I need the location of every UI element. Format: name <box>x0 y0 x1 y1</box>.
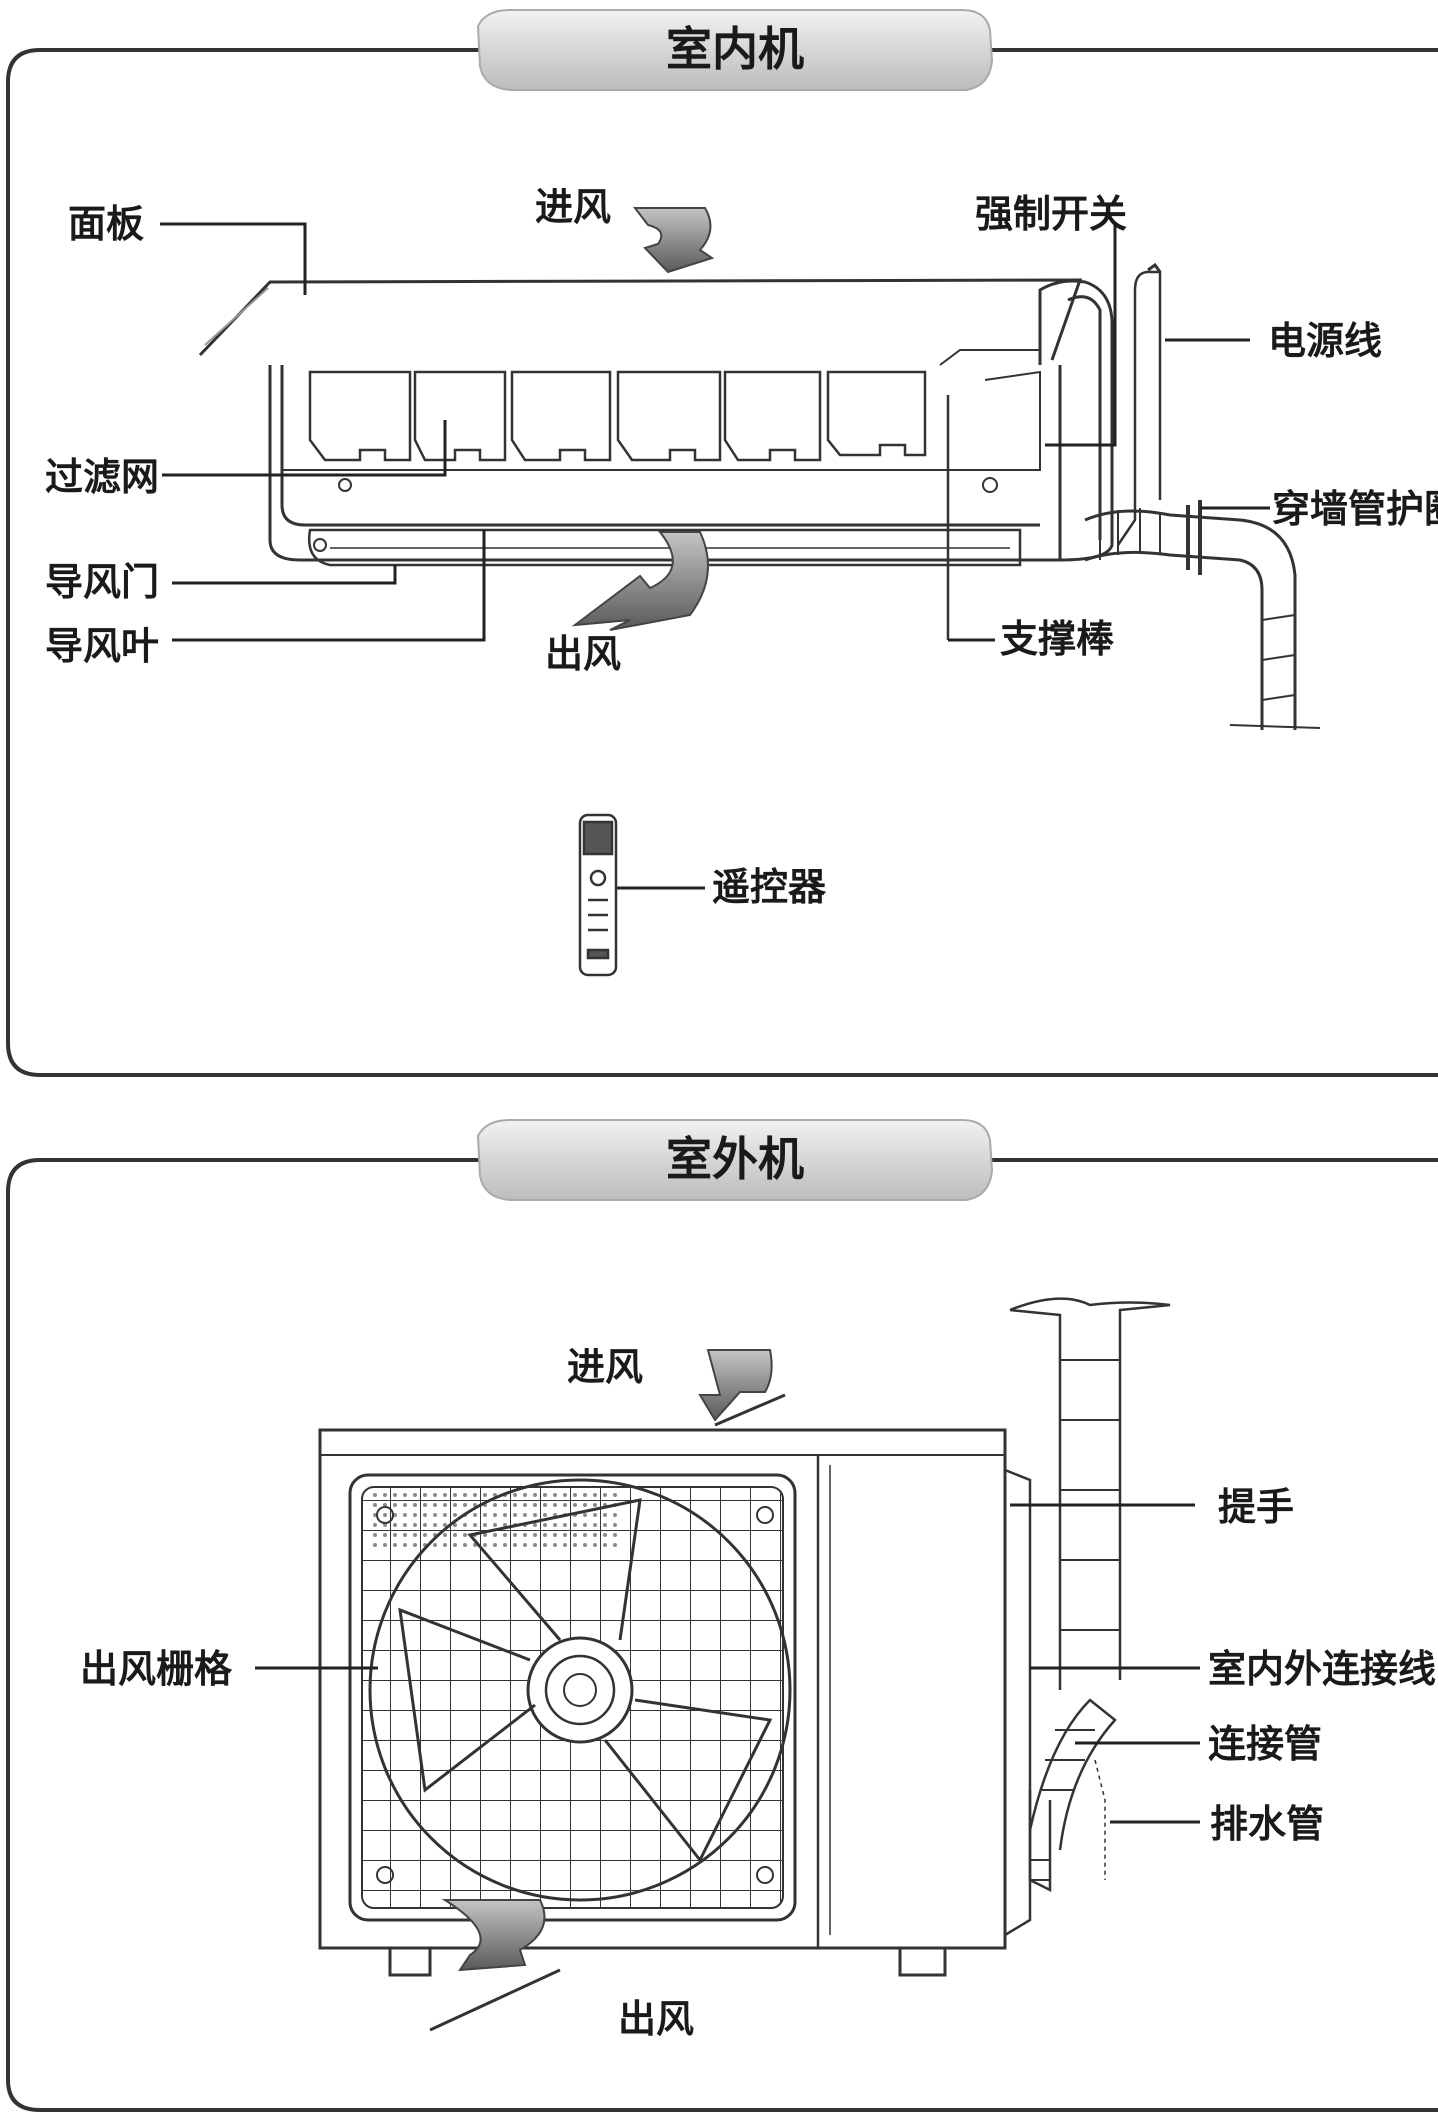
label-power-cord: 电源线 <box>1268 319 1383 363</box>
label-indoor-air-out: 出风 <box>545 632 622 676</box>
indoor-leader-lines <box>160 222 1270 890</box>
label-handle: 提手 <box>1218 1485 1295 1529</box>
label-outdoor-air-in: 进风 <box>567 1345 644 1389</box>
remote-control-drawing <box>578 813 618 977</box>
label-filter: 过滤网 <box>45 455 160 499</box>
label-wall-sleeve: 穿墙管护圈 <box>1272 487 1438 531</box>
label-drain-pipe: 排水管 <box>1210 1802 1325 1846</box>
label-panel: 面板 <box>68 202 145 246</box>
outdoor-leader-lines <box>255 1503 1200 1824</box>
indoor-air-out-arrow <box>571 531 709 631</box>
label-connecting-pipe: 连接管 <box>1208 1722 1323 1766</box>
indoor-frame <box>6 48 1438 1077</box>
label-support-rod: 支撑棒 <box>1000 617 1115 661</box>
outdoor-title: 室外机 <box>666 1132 804 1186</box>
label-remote: 遥控器 <box>712 865 827 909</box>
indoor-title-pill <box>476 9 994 91</box>
label-connecting-wire: 室内外连接线 <box>1208 1647 1437 1691</box>
outdoor-title-pill <box>476 1119 994 1201</box>
label-louver-door: 导风门 <box>45 560 160 604</box>
label-outlet-grille: 出风栅格 <box>80 1647 233 1691</box>
label-force-switch: 强制开关 <box>975 192 1128 236</box>
label-louver-blade: 导风叶 <box>45 624 160 668</box>
outdoor-frame <box>6 1158 1438 2112</box>
label-indoor-air-in: 进风 <box>535 185 612 229</box>
indoor-air-in-arrow <box>632 207 715 274</box>
outdoor-air-out-arrow <box>429 1899 561 2032</box>
label-outdoor-air-out: 出风 <box>618 1997 695 2041</box>
indoor-unit-drawing <box>198 262 1321 730</box>
outdoor-unit-drawing <box>318 1297 1171 1977</box>
indoor-title: 室内机 <box>666 22 804 76</box>
outdoor-air-in-arrow <box>698 1349 786 1427</box>
